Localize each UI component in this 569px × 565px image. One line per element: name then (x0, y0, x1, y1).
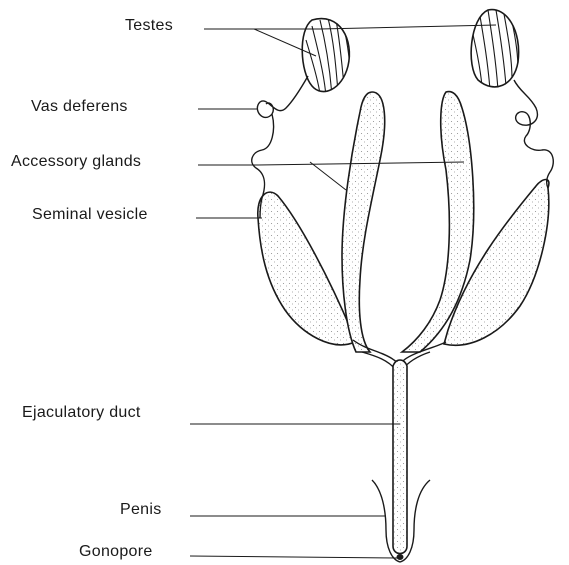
ejaculatory-duct (393, 360, 407, 554)
accessory-gland-left (342, 92, 385, 352)
label-gonopore: Gonopore (79, 543, 153, 560)
label-vas-deferens: Vas deferens (31, 98, 128, 115)
seminal-vesicle-left (258, 192, 355, 345)
label-accessory-glands: Accessory glands (11, 153, 141, 170)
label-seminal-vesicle: Seminal vesicle (32, 206, 148, 223)
label-testes: Testes (125, 17, 173, 34)
testis-right (471, 10, 518, 90)
label-penis: Penis (120, 501, 162, 518)
vas-deferens-left (252, 76, 308, 218)
vas-deferens-right (514, 80, 553, 188)
testis-left (302, 18, 350, 96)
gonopore (397, 554, 404, 560)
label-ejaculatory-duct: Ejaculatory duct (22, 404, 141, 421)
